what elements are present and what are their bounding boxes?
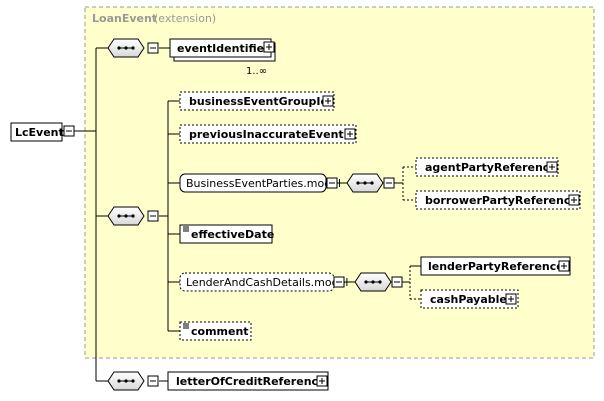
element-borrower-party-reference[interactable]: borrowerPartyReference xyxy=(415,190,581,210)
sequence-compositor-1[interactable] xyxy=(107,38,159,58)
element-label: letterOfCreditReference xyxy=(176,375,326,388)
expand-icon[interactable] xyxy=(344,128,356,140)
element-label: comment xyxy=(191,325,249,338)
element-label: effectiveDate xyxy=(191,228,274,241)
element-comment[interactable]: comment xyxy=(179,321,252,341)
sequence-compositor-3[interactable] xyxy=(346,173,395,193)
expand-icon[interactable] xyxy=(316,375,328,387)
element-letter-of-credit-reference[interactable]: letterOfCreditReference xyxy=(167,371,329,391)
collapse-icon[interactable] xyxy=(383,177,395,189)
group-label: LenderAndCashDetails.model xyxy=(186,276,348,289)
connector-lines xyxy=(74,47,421,382)
collapse-icon[interactable] xyxy=(333,276,345,288)
root-element-lcevent[interactable]: LcEvent xyxy=(10,122,75,142)
element-effective-date[interactable]: effectiveDate xyxy=(179,224,274,244)
expand-icon[interactable] xyxy=(558,260,570,272)
expand-icon[interactable] xyxy=(505,293,517,305)
extension-group-title: LoanEvent xyxy=(92,12,157,25)
element-label: agentPartyReference xyxy=(425,161,557,174)
element-event-identifier[interactable]: eventIdentifier 1..∞ xyxy=(169,38,276,77)
element-label: previousInaccurateEventId xyxy=(189,128,356,141)
element-cash-payable[interactable]: cashPayable xyxy=(420,289,519,309)
expand-icon[interactable] xyxy=(263,41,275,53)
expand-icon[interactable] xyxy=(568,194,580,206)
collapse-icon[interactable] xyxy=(326,177,338,189)
collapse-icon[interactable] xyxy=(391,276,403,288)
collapse-icon[interactable] xyxy=(147,42,159,54)
sequence-compositor-2[interactable] xyxy=(107,206,159,226)
cardinality-label: 1..∞ xyxy=(246,66,267,77)
simple-content-icon xyxy=(183,323,189,329)
group-lender-and-cash-details[interactable]: LenderAndCashDetails.model xyxy=(179,272,348,292)
simple-content-icon xyxy=(183,226,189,232)
element-previous-inaccurate-event-id[interactable]: previousInaccurateEventId xyxy=(179,124,357,144)
element-label: eventIdentifier xyxy=(177,42,270,55)
sequence-compositor-4[interactable] xyxy=(354,272,403,292)
element-label: cashPayable xyxy=(430,293,507,306)
element-label: businessEventGroupId xyxy=(189,95,328,108)
element-agent-party-reference[interactable]: agentPartyReference xyxy=(415,157,559,177)
group-business-event-parties[interactable]: BusinessEventParties.model xyxy=(179,173,341,193)
element-label: lenderPartyReference xyxy=(428,260,564,273)
root-element-label: LcEvent xyxy=(15,126,64,139)
element-business-event-group-id[interactable]: businessEventGroupId xyxy=(179,91,335,111)
expand-icon[interactable] xyxy=(322,95,334,107)
expand-icon[interactable] xyxy=(546,161,558,173)
group-label: BusinessEventParties.model xyxy=(186,177,341,190)
collapse-icon[interactable] xyxy=(147,375,159,387)
sequence-compositor-5[interactable] xyxy=(107,371,159,391)
element-lender-party-reference[interactable]: lenderPartyReference xyxy=(420,256,571,276)
collapse-icon[interactable] xyxy=(63,125,75,137)
collapse-icon[interactable] xyxy=(147,210,159,222)
element-label: borrowerPartyReference xyxy=(425,194,578,207)
extension-group-qualifier: (extension) xyxy=(154,12,216,25)
